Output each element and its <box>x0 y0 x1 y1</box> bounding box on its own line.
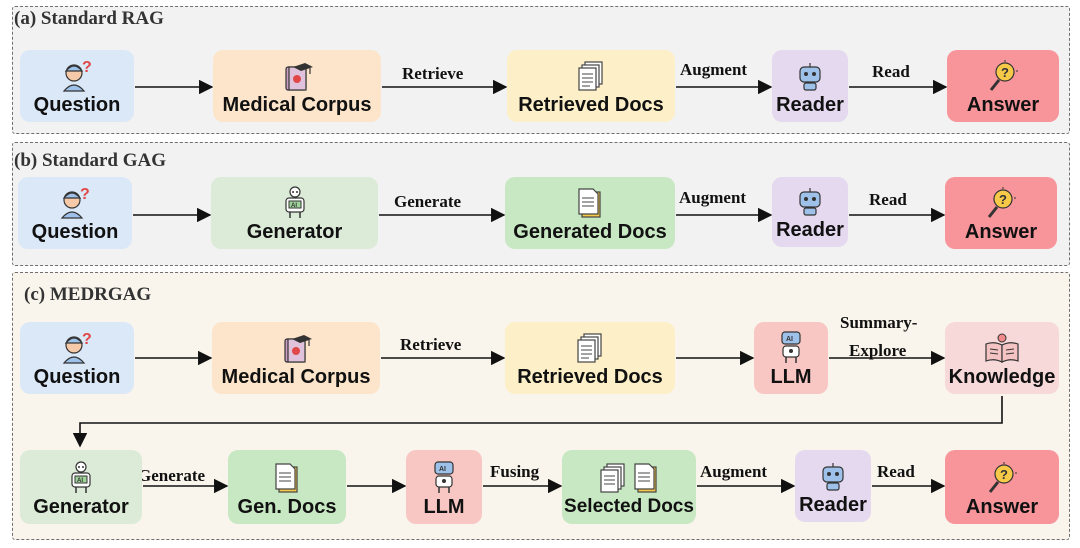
open-book-icon <box>985 333 1019 363</box>
edge-label-c-summary-2: Explore <box>849 341 907 360</box>
edge-label-b-read: Read <box>869 190 907 209</box>
panel-title-standard-rag: (a) Standard RAG <box>14 8 164 29</box>
node-label: Question <box>33 94 121 116</box>
idea-bulb-icon: ? <box>989 60 1018 91</box>
node-label: Medical Corpus <box>221 366 371 388</box>
node-label: Answer <box>966 94 1040 116</box>
node-b-generated-docs: Generated Docs <box>505 177 675 249</box>
svg-text:?: ? <box>1001 65 1009 80</box>
node-label: Selected Docs <box>564 496 694 517</box>
documents-icon <box>577 333 602 363</box>
svg-text:?: ? <box>82 59 92 76</box>
ai-robot-icon: AI <box>284 186 305 218</box>
ai-robot-icon: AI <box>781 331 801 363</box>
arrow-c-knowledge-generator <box>72 396 1003 448</box>
svg-text:AI: AI <box>786 336 793 343</box>
node-b-reader: Reader <box>772 177 848 247</box>
node-label: Medical Corpus <box>222 94 372 116</box>
document-icon <box>275 463 298 493</box>
edge-label-c-augment: Augment <box>700 462 768 481</box>
edge-label-c-generate: Generate <box>138 466 206 485</box>
node-label: Retrieved Docs <box>517 366 663 388</box>
node-c-medical-corpus: Medical Corpus <box>212 322 380 394</box>
edge-label-a-augment: Augment <box>680 60 748 79</box>
node-a-reader: Reader <box>772 50 848 122</box>
node-b-generator: AI Generator <box>211 177 378 249</box>
node-label: Generated Docs <box>513 221 667 243</box>
edge-label-c-retrieve: Retrieve <box>400 335 462 354</box>
node-b-question: ? Question <box>18 177 132 249</box>
svg-text:AI: AI <box>77 478 83 484</box>
node-label: Gen. Docs <box>237 496 337 518</box>
node-a-medical-corpus: Medical Corpus <box>213 50 381 122</box>
svg-text:AI: AI <box>291 203 297 209</box>
edge-label-c-read: Read <box>877 462 915 481</box>
node-c-knowledge: Knowledge <box>945 322 1059 394</box>
doctor-icon: ? <box>62 59 92 92</box>
documents-mixed-icon <box>600 463 657 493</box>
node-label: Reader <box>799 494 867 516</box>
node-c-answer: ? Answer <box>945 450 1059 524</box>
node-c-reader: Reader <box>795 450 871 522</box>
edge-label-b-generate: Generate <box>394 192 462 211</box>
robot-icon <box>799 63 821 91</box>
ai-robot-icon: AI <box>434 461 454 493</box>
edge-label-a-read: Read <box>872 62 910 81</box>
edge-label-a-retrieve: Retrieve <box>402 64 464 83</box>
node-b-answer: ? Answer <box>945 177 1057 249</box>
edge-label-c-fusing: Fusing <box>490 462 540 481</box>
panel-title-medrgag: (c) MEDRGAG <box>24 284 152 305</box>
svg-text:?: ? <box>999 192 1007 207</box>
node-label: Question <box>33 366 121 388</box>
node-c-generator: AI Generator <box>20 450 142 524</box>
document-icon <box>578 188 601 218</box>
panel-medrgag <box>12 272 1070 540</box>
svg-text:?: ? <box>1000 467 1008 482</box>
node-label: Answer <box>964 221 1038 243</box>
node-a-answer: ? Answer <box>947 50 1059 122</box>
node-a-retrieved-docs: Retrieved Docs <box>507 50 675 122</box>
node-c-gen-docs: Gen. Docs <box>228 450 346 524</box>
node-label: LLM <box>423 496 465 518</box>
robot-icon <box>799 188 821 216</box>
svg-text:?: ? <box>80 186 90 203</box>
idea-bulb-icon: ? <box>988 462 1017 493</box>
node-c-retrieved-docs: Retrieved Docs <box>505 322 675 394</box>
edge-label-b-augment: Augment <box>679 188 747 207</box>
svg-text:AI: AI <box>439 466 446 473</box>
node-c-llm-1: AI LLM <box>754 322 828 394</box>
documents-icon <box>578 61 603 91</box>
doctor-icon: ? <box>60 186 90 219</box>
medical-book-icon <box>284 335 312 363</box>
node-label: Retrieved Docs <box>518 94 664 116</box>
node-c-question: ? Question <box>20 322 134 394</box>
node-c-llm-2: AI LLM <box>406 450 482 524</box>
ai-robot-icon: AI <box>71 461 91 493</box>
edge-label-c-summary-1: Summary- <box>840 313 918 332</box>
node-label: LLM <box>770 366 812 388</box>
idea-bulb-icon: ? <box>987 187 1016 218</box>
node-c-selected-docs: Selected Docs <box>562 450 696 524</box>
node-label: Answer <box>965 496 1039 518</box>
robot-icon <box>822 463 844 491</box>
node-label: Question <box>31 221 119 243</box>
medical-book-icon <box>285 63 313 91</box>
doctor-icon: ? <box>62 331 92 364</box>
node-label: Reader <box>776 94 844 116</box>
node-label: Generator <box>33 496 129 518</box>
svg-text:?: ? <box>82 331 92 348</box>
node-label: Reader <box>776 219 844 241</box>
node-label: Generator <box>246 221 343 243</box>
panel-title-standard-gag: (b) Standard GAG <box>14 150 167 171</box>
node-a-question: ? Question <box>20 50 134 122</box>
node-label: Knowledge <box>948 366 1056 388</box>
